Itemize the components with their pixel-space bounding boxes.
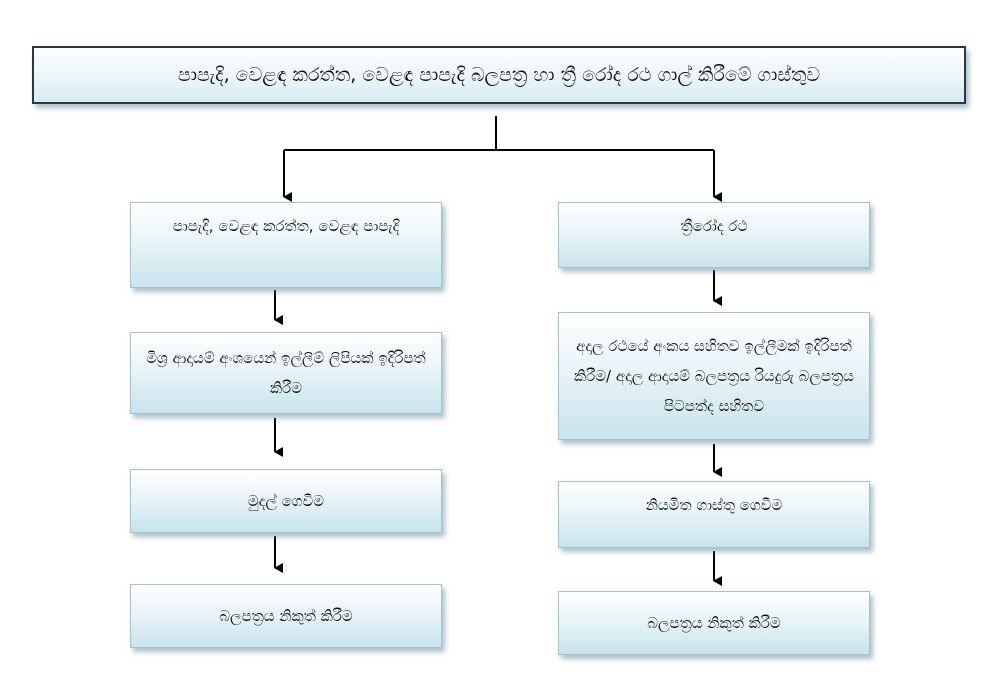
left-step-2-box: මිශ්‍ර ආදායම් අංශයෙන් ඉල්ලීම් ලිපියක් ඉද… [130,332,442,414]
left-step-4-box: බලපත්‍රය නිකුත් කිරීම [130,584,442,648]
flowchart-title: පාපැදි, වෙළඳ කරත්ත, වෙළඳ පාපැදි බලපත්‍ර … [177,64,821,86]
right-step-2-box: අදාල රථයේ අංකය සහිතව ඉල්ලීමක් ඉදිරිපත් ක… [558,312,870,440]
left-step-3-box: මුදල් ගෙවීම [130,469,442,533]
right-step-1-box: ත්‍රීරෝද රථ [558,202,870,268]
right-step-1-label: ත්‍රීරෝද රථ [680,217,748,235]
left-step-3-label: මුදල් ගෙවීම [247,492,325,510]
right-step-2-label: අදාල රථයේ අංකය සහිතව ඉල්ලීමක් ඉදිරිපත් ක… [574,337,854,415]
right-step-3-box: නියමිත ගාස්තු ගෙවීම [558,481,870,548]
left-step-2-label: මිශ්‍ර ආදායම් අංශයෙන් ඉල්ලීම් ලිපියක් ඉද… [146,349,426,397]
flowchart-title-box: පාපැදි, වෙළඳ කරත්ත, වෙළඳ පාපැදි බලපත්‍ර … [32,46,966,104]
left-step-1-box: පාපැදි, වෙළඳ කරත්ත, වෙළඳ පාපැදි [130,202,442,288]
right-step-4-box: බලපත්‍රය නිකුත් කිරීම [558,591,870,655]
right-step-4-label: බලපත්‍රය නිකුත් කිරීම [647,614,781,632]
left-step-4-label: බලපත්‍රය නිකුත් කිරීම [219,607,353,625]
right-step-3-label: නියමිත ගාස්තු ගෙවීම [645,496,783,514]
left-step-1-label: පාපැදි, වෙළඳ කරත්ත, වෙළඳ පාපැදි [172,217,400,235]
